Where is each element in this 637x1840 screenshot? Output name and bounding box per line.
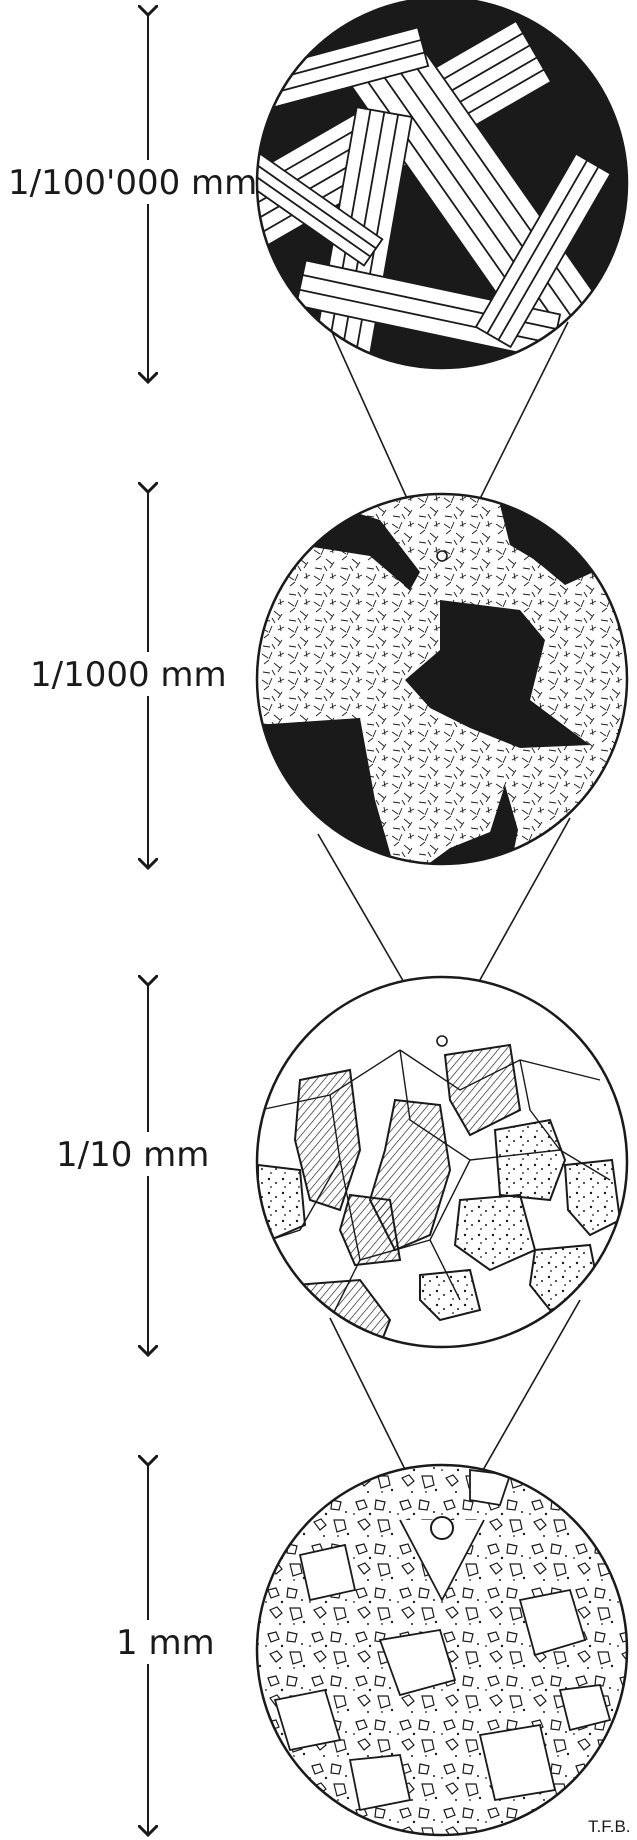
magnified-view-4 (250, 1460, 637, 1840)
scale-label-3: 1/10 mm (56, 1135, 209, 1175)
aggregate-stone-7 (350, 1755, 410, 1810)
scale-row-4: 1 mm (112, 1465, 240, 1835)
scale-label-2: 1/1000 mm (30, 655, 227, 695)
scale-row-2: 1/1000 mm (28, 492, 227, 868)
grain-3 (258, 1165, 305, 1240)
zoom-origin-marker-2 (437, 1036, 447, 1046)
magnified-view-2 (250, 490, 637, 870)
scale-row-3: 1/10 mm (54, 985, 232, 1355)
scale-row-1: 1/100'000 mm (4, 15, 257, 382)
grain-1 (495, 1120, 565, 1200)
magnified-view-3 (257, 977, 627, 1347)
zoom-origin-marker-3 (431, 1517, 453, 1539)
zoom-origin-marker-1 (437, 551, 447, 561)
author-credit: T.F.B. (588, 1817, 631, 1836)
aggregate-stone-2 (300, 1545, 355, 1600)
scale-label-1: 1/100'000 mm (8, 163, 257, 203)
scale-label-4: 1 mm (116, 1623, 215, 1663)
magnified-view-1 (225, 0, 628, 393)
